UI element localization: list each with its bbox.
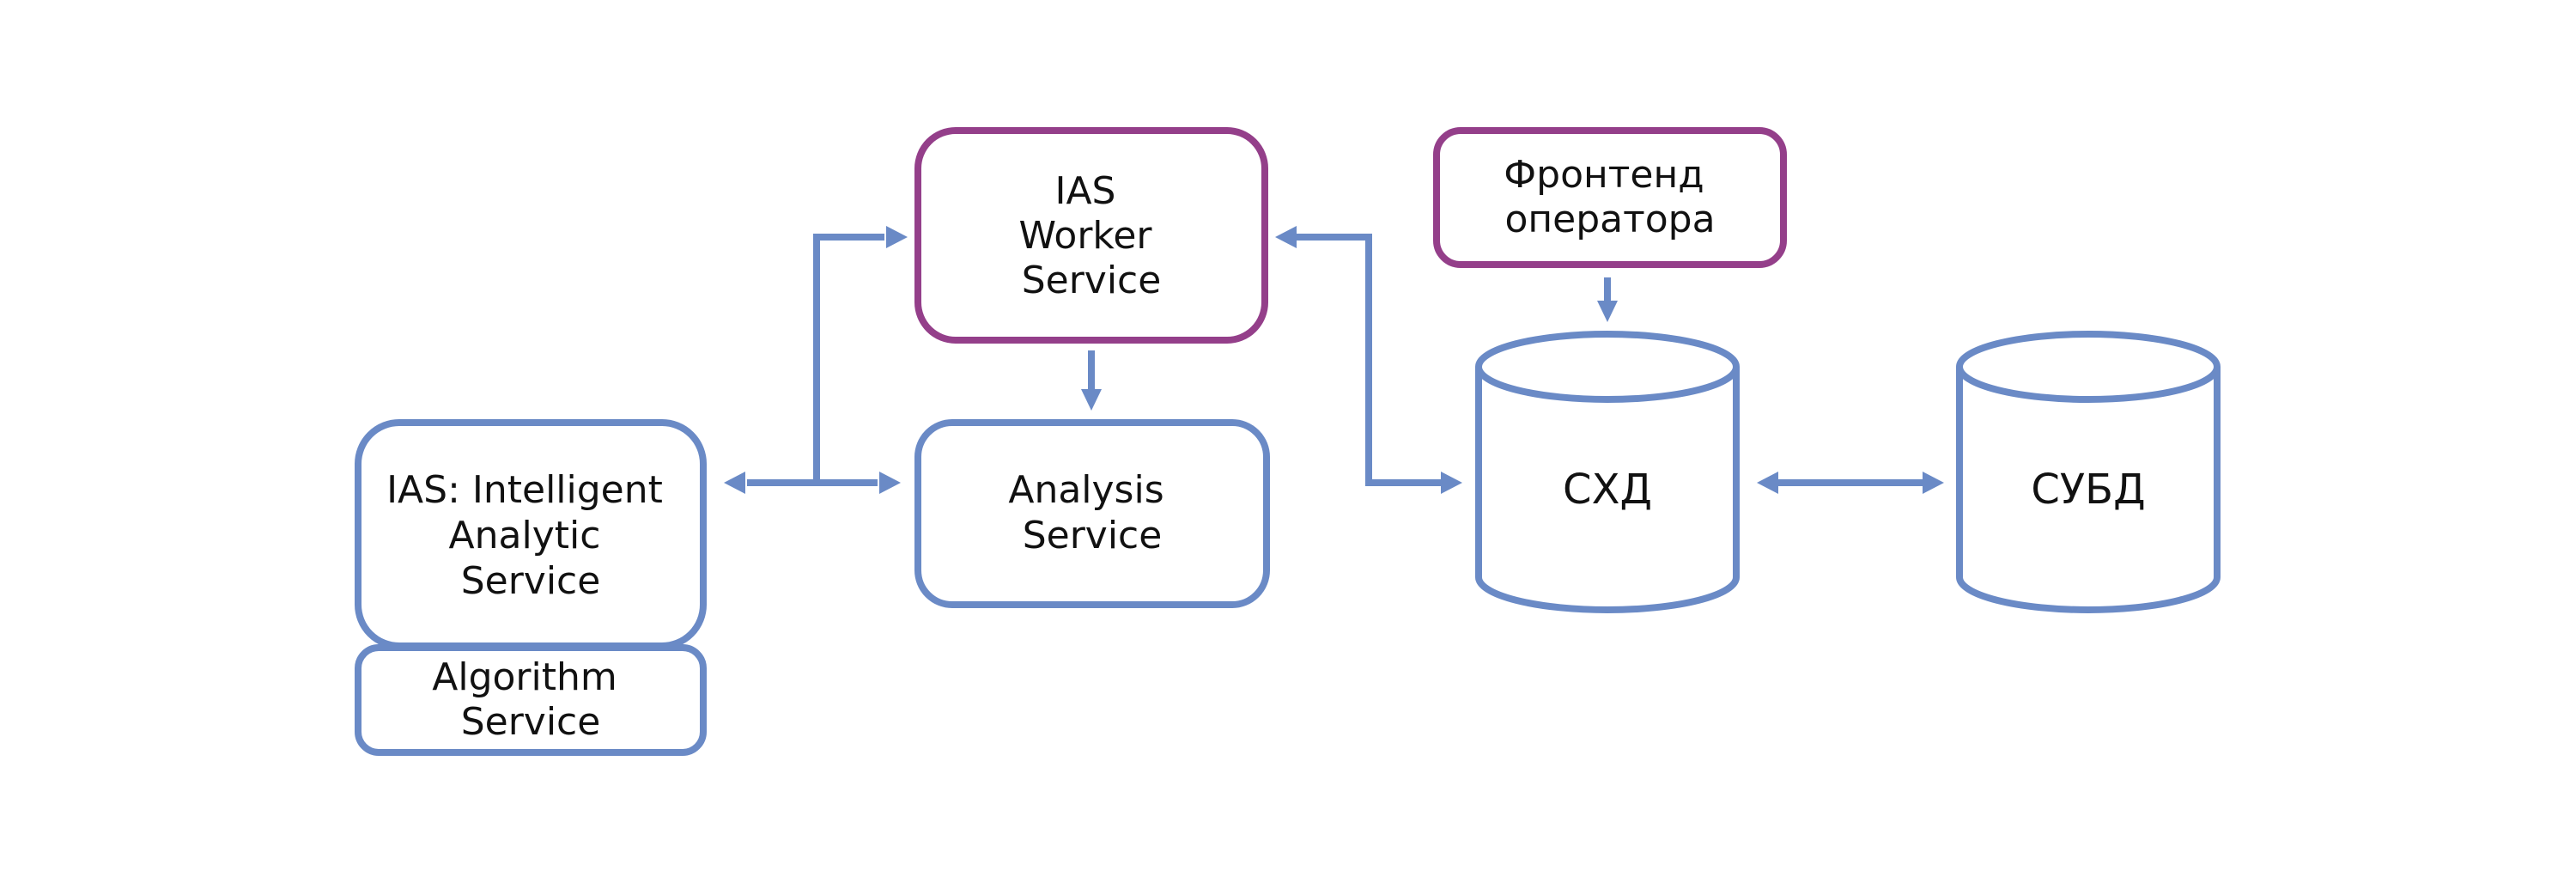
node-algorithm[interactable]: Algorithm Service: [355, 644, 707, 756]
node-dbms[interactable]: СУБД: [1956, 331, 2221, 613]
connector-line: [813, 234, 884, 483]
dbms-cylinder-top: [1956, 331, 2221, 403]
dbms-cylinder-body: [1956, 367, 2221, 613]
edge-ias-analysis-worker: [724, 226, 908, 494]
arrowhead-right: [1923, 472, 1944, 494]
arrowhead-down: [1597, 301, 1618, 322]
storage-label: СХД: [1563, 466, 1652, 514]
node-storage[interactable]: СХД: [1475, 331, 1740, 613]
analysis-label: Analysis Service: [1008, 468, 1176, 557]
frontend-box: [1433, 127, 1787, 268]
algorithm-box: [355, 644, 707, 756]
storage-cylinder-body: [1475, 367, 1740, 613]
arrowhead-left: [724, 472, 745, 494]
node-ias[interactable]: IAS: Intelligent Analytic Service: [355, 419, 707, 649]
arrowhead-right: [886, 226, 908, 248]
connector-line: [1297, 234, 1441, 486]
ias-label: IAS: Intelligent Analytic Service: [386, 468, 675, 603]
node-worker[interactable]: IAS Worker Service: [914, 127, 1268, 344]
frontend-label: Фронтенд оператора: [1504, 153, 1716, 241]
algorithm-label: Algorithm Service: [432, 655, 629, 744]
edge-storage-worker: [1275, 226, 1462, 494]
arrowhead-left: [1275, 226, 1297, 248]
edge-storage-dbms: [1757, 472, 1944, 494]
node-frontend[interactable]: Фронтенд оператора: [1433, 127, 1787, 268]
edge-worker-analysis: [1081, 350, 1102, 411]
storage-cylinder-top: [1475, 331, 1740, 403]
arrowhead-right: [879, 472, 901, 494]
analysis-box: [914, 419, 1270, 608]
node-analysis[interactable]: Analysis Service: [914, 419, 1270, 608]
dbms-label: СУБД: [2031, 466, 2145, 514]
arrowhead-left: [1757, 472, 1778, 494]
arrowhead-down: [1081, 389, 1102, 411]
arrowhead-right: [1441, 472, 1462, 494]
worker-box: [914, 127, 1268, 344]
worker-label: IAS Worker Service: [1018, 169, 1163, 302]
edge-frontend-storage: [1597, 277, 1618, 322]
